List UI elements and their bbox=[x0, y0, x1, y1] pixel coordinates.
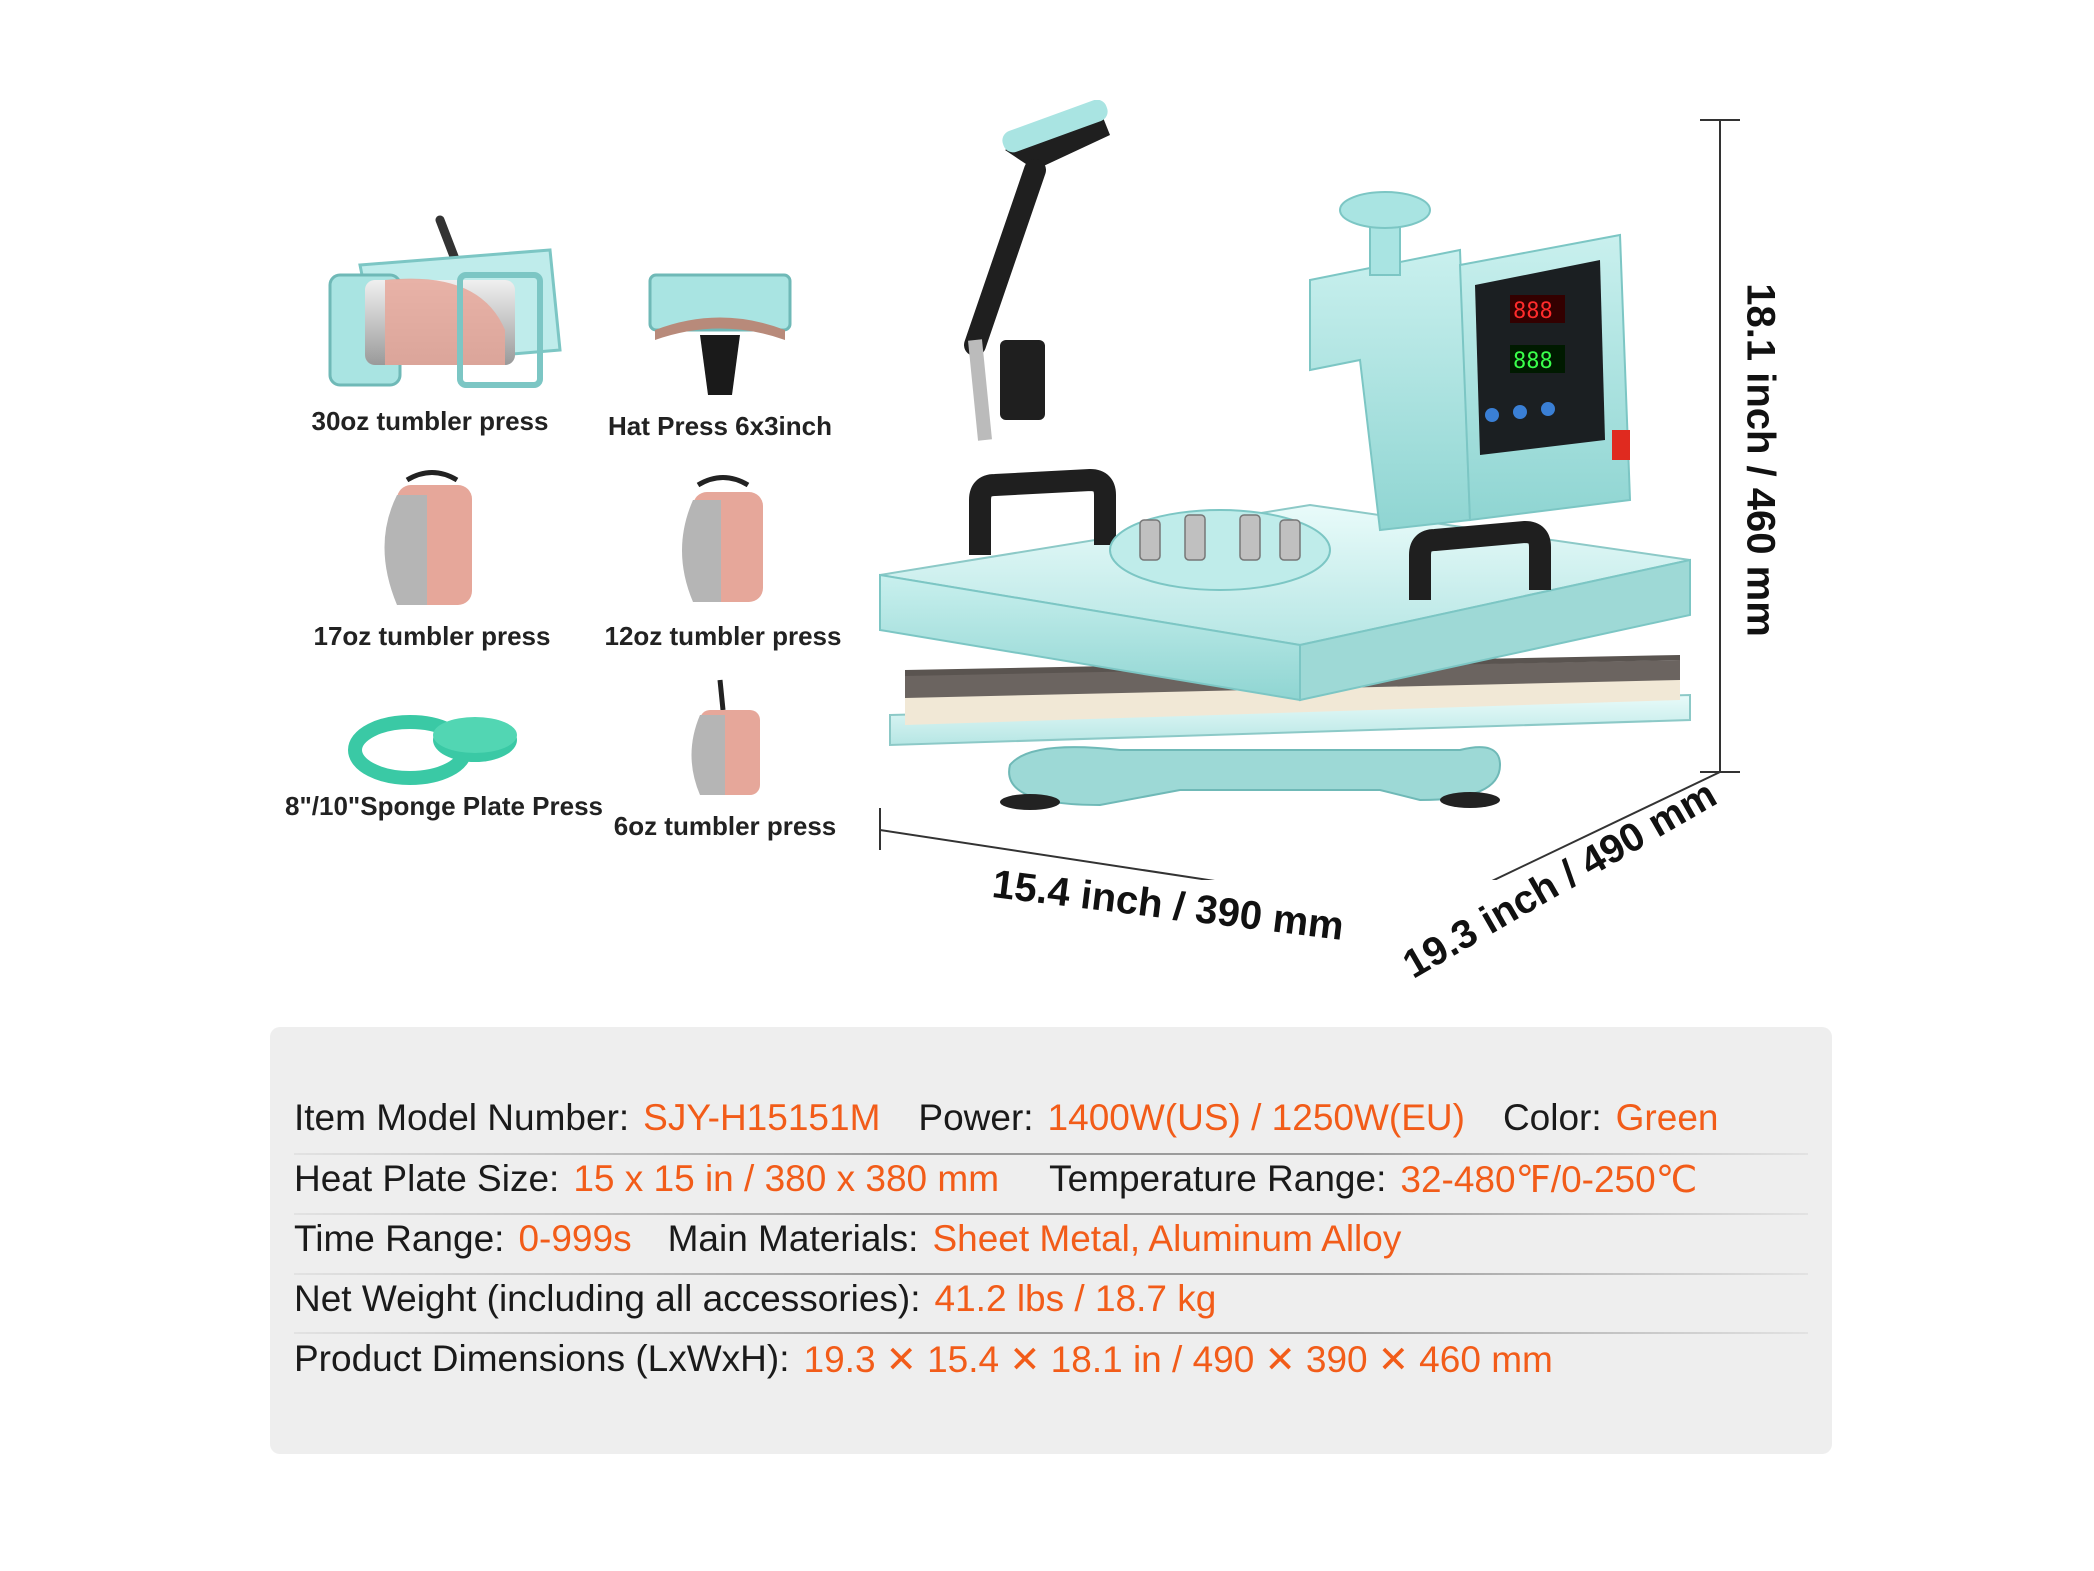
materials-value: Sheet Metal, Aluminum Alloy bbox=[932, 1218, 1402, 1259]
accessory-label: 12oz tumbler press bbox=[604, 621, 842, 651]
plate-size-value: 15 x 15 in / 380 x 380 mm bbox=[573, 1158, 1000, 1199]
accessory-label: 6oz tumbler press bbox=[613, 811, 837, 841]
model-key: Item Model Number: bbox=[294, 1097, 630, 1138]
accessory-17oz-tumbler-press: 17oz tumbler press bbox=[282, 465, 582, 652]
spec-row-plate-temperature: Heat Plate Size: 15 x 15 in / 380 x 380 … bbox=[294, 1151, 1808, 1207]
product-dimensions-key: Product Dimensions (LxWxH): bbox=[294, 1338, 790, 1379]
accessory-6oz-tumbler-press: 6oz tumbler press bbox=[575, 675, 875, 842]
accessory-label: 30oz tumbler press bbox=[311, 406, 549, 436]
sponge-plate-illustration bbox=[348, 715, 517, 785]
color-value: Green bbox=[1615, 1097, 1719, 1138]
plate-size-key: Heat Plate Size: bbox=[294, 1158, 560, 1199]
divider bbox=[294, 1273, 1808, 1275]
accessory-30oz-tumbler-press: 30oz tumbler press bbox=[280, 180, 580, 437]
spec-row-time-materials: Time Range: 0-999s Main Materials: Sheet… bbox=[294, 1211, 1808, 1267]
model-value: SJY-H15151M bbox=[643, 1097, 881, 1138]
heat-press-machine-illustration: 888 888 bbox=[879, 100, 1740, 880]
spec-row-dimensions: Product Dimensions (LxWxH): 19.3 ✕ 15.4 … bbox=[294, 1331, 1808, 1387]
accessory-hat-press: Hat Press 6x3inch bbox=[570, 265, 870, 442]
net-weight-value: 41.2 lbs / 18.7 kg bbox=[934, 1278, 1217, 1319]
divider bbox=[294, 1213, 1808, 1215]
tumbler-press-6oz-illustration bbox=[691, 679, 760, 795]
net-weight-key: Net Weight (including all accessories): bbox=[294, 1278, 921, 1319]
time-range-value: 0-999s bbox=[518, 1218, 632, 1259]
color-key: Color: bbox=[1502, 1097, 1602, 1138]
divider bbox=[294, 1153, 1808, 1155]
divider bbox=[294, 1332, 1808, 1334]
temperature-range-key: Temperature Range: bbox=[1049, 1158, 1387, 1199]
accessory-label: Hat Press 6x3inch bbox=[607, 411, 832, 441]
power-value: 1400W(US) / 1250W(EU) bbox=[1047, 1097, 1465, 1138]
accessory-12oz-tumbler-press: 12oz tumbler press bbox=[573, 470, 873, 652]
accessory-label: 8"/10"Sponge Plate Press bbox=[285, 791, 604, 821]
tumbler-press-12oz-illustration bbox=[682, 475, 763, 602]
product-dimensions-value: 19.3 ✕ 15.4 ✕ 18.1 in / 490 ✕ 390 ✕ 460 … bbox=[803, 1338, 1553, 1380]
tumbler-press-17oz-illustration bbox=[384, 470, 472, 605]
time-range-key: Time Range: bbox=[294, 1218, 505, 1259]
specifications-panel: Item Model Number: SJY-H15151M Power: 14… bbox=[270, 1027, 1832, 1454]
accessory-sponge-plate-press: 8"/10"Sponge Plate Press bbox=[285, 705, 604, 822]
power-key: Power: bbox=[918, 1097, 1034, 1138]
spec-row-model-power-color: Item Model Number: SJY-H15151M Power: 14… bbox=[294, 1090, 1808, 1146]
display-bottom-readout: 888 bbox=[1513, 349, 1553, 374]
tumbler-press-30oz-illustration bbox=[328, 215, 562, 388]
hat-press-illustration bbox=[648, 273, 792, 395]
temperature-range-value: 32-480℉/0-250℃ bbox=[1400, 1158, 1698, 1200]
accessory-label: 17oz tumbler press bbox=[313, 621, 551, 651]
spec-row-net-weight: Net Weight (including all accessories): … bbox=[294, 1271, 1808, 1327]
display-top-readout: 888 bbox=[1513, 299, 1553, 324]
materials-key: Main Materials: bbox=[667, 1218, 919, 1259]
height-dimension-label: 18.1 inch / 460 mm bbox=[1738, 283, 1783, 637]
